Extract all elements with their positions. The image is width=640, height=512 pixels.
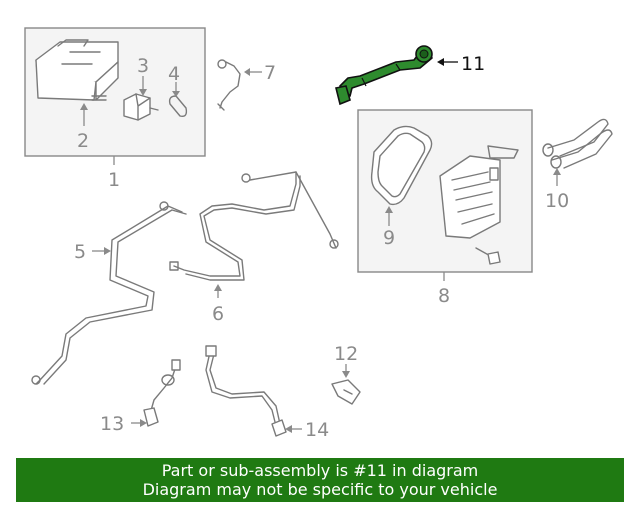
part-10-hoses[interactable]	[542, 118, 613, 169]
banner-line-1: Part or sub-assembly is #11 in diagram	[161, 461, 479, 480]
callout-4: 4	[168, 63, 180, 85]
callout-2: 2	[77, 130, 89, 152]
callout-10: 10	[545, 190, 569, 212]
part-2-canister[interactable]	[35, 39, 119, 101]
part-14-sensor[interactable]	[205, 345, 287, 437]
banner-line-2: Diagram may not be specific to your vehi…	[142, 480, 498, 499]
callout-8: 8	[438, 285, 450, 307]
part-12-sensor[interactable]	[331, 379, 361, 405]
callout-1: 1	[108, 169, 120, 191]
callout-11: 11	[461, 53, 485, 75]
info-banner: Part or sub-assembly is #11 in diagram D…	[16, 458, 624, 502]
part-11-hose[interactable]	[335, 45, 433, 106]
callout-3: 3	[137, 55, 149, 77]
part-3-valve[interactable]	[123, 93, 159, 121]
part-9-gasket[interactable]	[370, 125, 433, 206]
callout-5: 5	[74, 241, 86, 263]
callout-12: 12	[334, 343, 358, 365]
callout-6: 6	[212, 303, 224, 325]
callout-7: 7	[264, 62, 276, 84]
part-7-sensor[interactable]	[217, 59, 241, 111]
part-13-sensor[interactable]	[143, 359, 181, 427]
part-bolt[interactable]	[475, 247, 501, 265]
part-5-tube[interactable]	[31, 201, 187, 385]
part-4-clip[interactable]	[168, 95, 188, 118]
part-6-tube[interactable]	[169, 171, 339, 281]
callout-9: 9	[383, 227, 395, 249]
part-module-body[interactable]	[439, 145, 519, 239]
callout-13: 13	[100, 413, 124, 435]
callout-14: 14	[305, 419, 329, 441]
